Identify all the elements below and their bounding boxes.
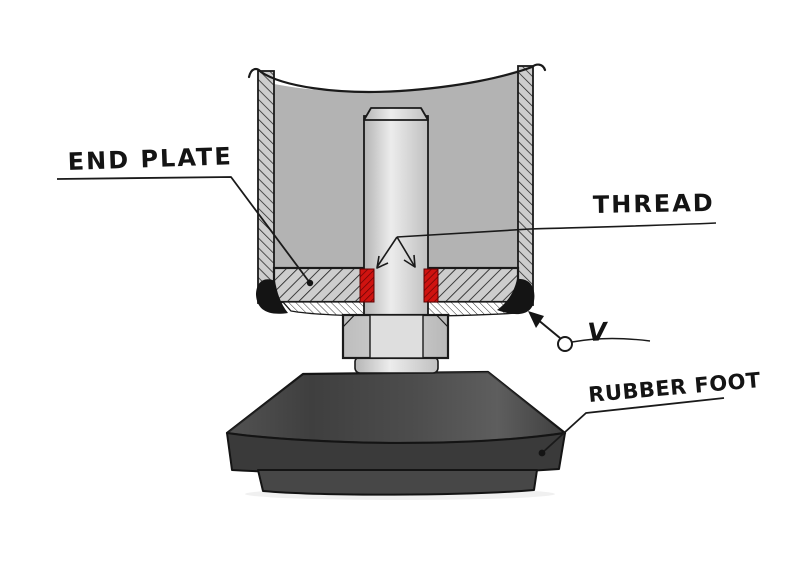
tube-wall-left-hatch (258, 71, 274, 303)
weld-fillet-left (256, 279, 288, 314)
thread-arrow-right-shaft (396, 236, 416, 268)
weld-callout: V (528, 311, 651, 352)
end-plate-leader-dot (306, 279, 314, 287)
rubber-foot-cone-sheen (227, 372, 565, 443)
tube-wall-right (517, 65, 534, 306)
weld-symbol-tail (571, 337, 651, 343)
end-plate-label: END PLATE (67, 142, 233, 176)
rubber-foot (225, 370, 567, 496)
rod-top-chamfer (363, 107, 429, 121)
weld-symbol-label: V (587, 317, 609, 347)
thread-arrow-left-shaft (376, 236, 398, 268)
thread-engagement-right (423, 268, 439, 303)
thread-engagement-left (359, 268, 375, 303)
end-plate-leader (56, 176, 311, 284)
end-plate-callout: END PLATE (56, 142, 314, 287)
thread-red-left-hatch (359, 268, 375, 303)
rubber-foot-leader-dot (538, 449, 546, 457)
thread-arrow-right-head (403, 254, 416, 268)
thread-arrow-left-head (376, 255, 389, 269)
tube-break-line (247, 63, 547, 94)
nut-chamfer-right (436, 315, 449, 328)
thread-red-right-hatch (423, 268, 439, 303)
washer-boss (354, 356, 439, 374)
thread-callout: THREAD (376, 189, 717, 269)
hex-nut (341, 313, 450, 360)
nut-chamfer-left (342, 315, 355, 328)
nut-middle-facet (369, 314, 424, 359)
weld-fillet-right (497, 278, 535, 315)
rubber-foot-leader (541, 397, 725, 454)
weld-arrow-shaft (536, 318, 561, 339)
tube-wall-left (257, 70, 275, 304)
tube-wall-right-hatch (518, 66, 533, 305)
weld-arrow-head (528, 311, 544, 328)
thread-label: THREAD (593, 189, 715, 219)
thread-leader (396, 222, 717, 238)
rubber-foot-base (257, 469, 538, 496)
weld-symbol-circle (557, 336, 573, 352)
